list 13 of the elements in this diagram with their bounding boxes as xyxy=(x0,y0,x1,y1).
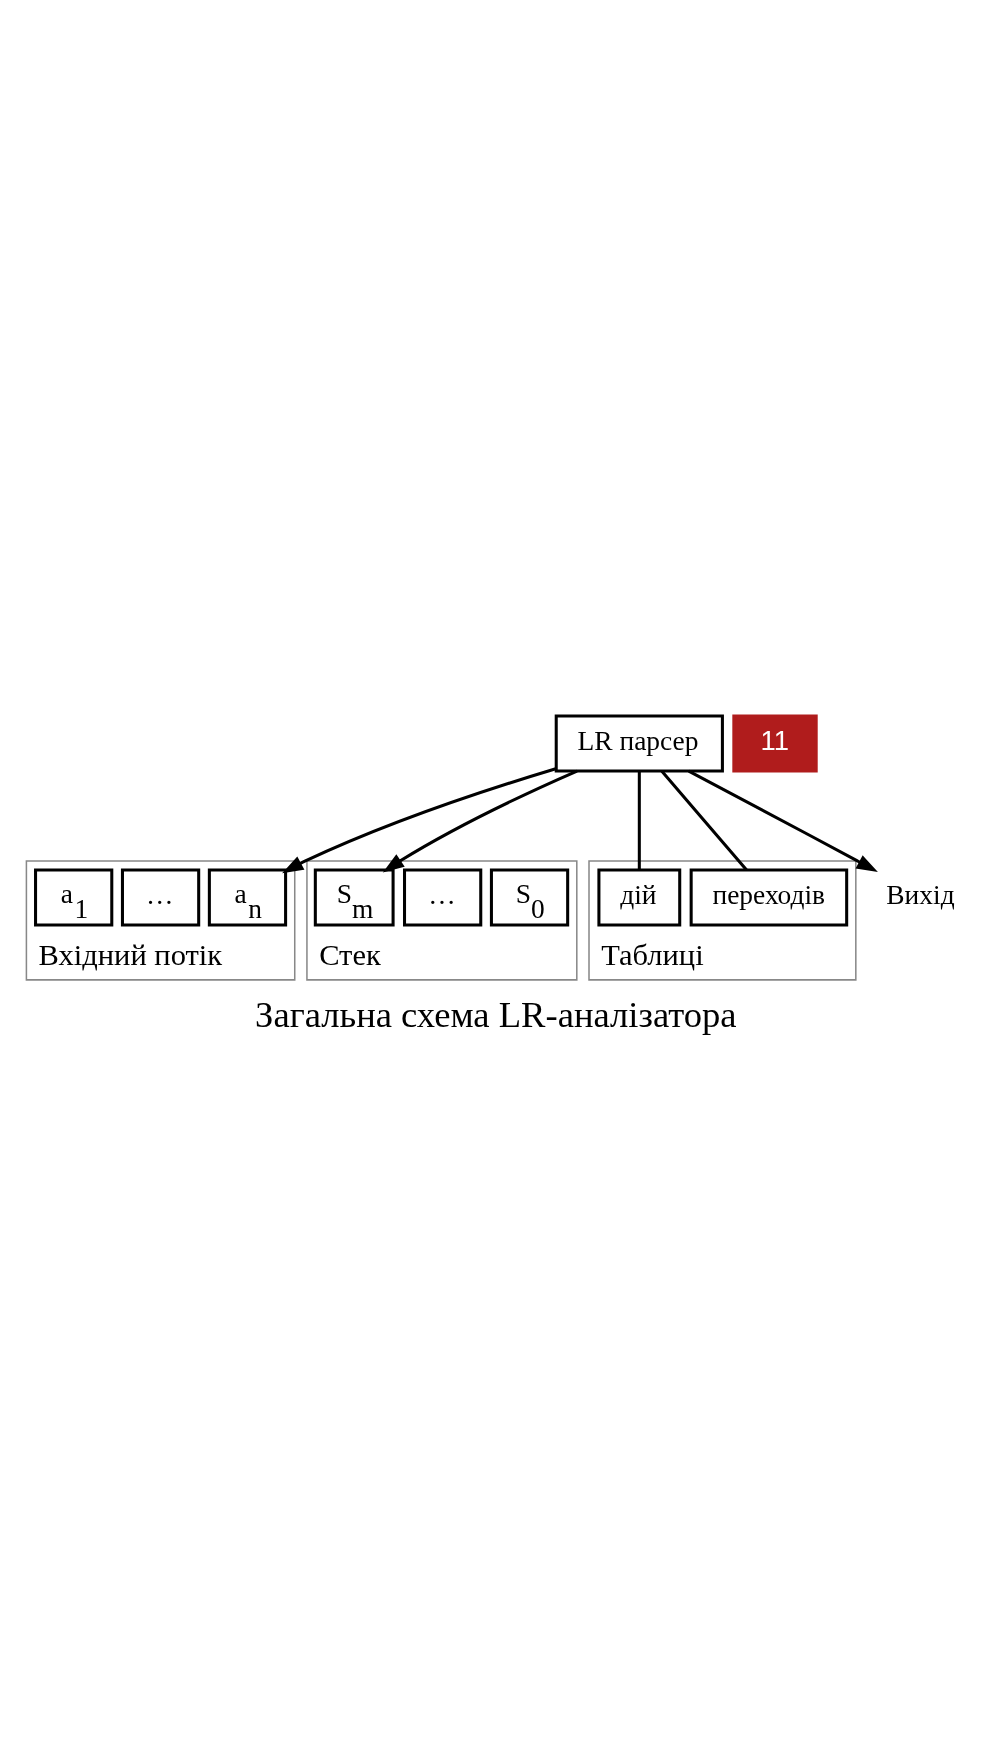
arrow xyxy=(688,769,878,873)
node-box: … xyxy=(120,868,201,927)
arrow xyxy=(382,769,578,873)
node-box: LR парсер xyxy=(554,714,724,773)
diagram-title: Загальна схема LR-аналізатора xyxy=(255,994,737,1036)
node-box: дій xyxy=(597,868,682,927)
connector xyxy=(637,771,641,870)
connector xyxy=(660,770,748,871)
arrow xyxy=(282,767,557,874)
label: 11 xyxy=(760,725,790,757)
node-text: Вихід xyxy=(886,880,955,911)
node-box: … xyxy=(403,868,483,927)
node-box: переходів xyxy=(689,868,849,927)
